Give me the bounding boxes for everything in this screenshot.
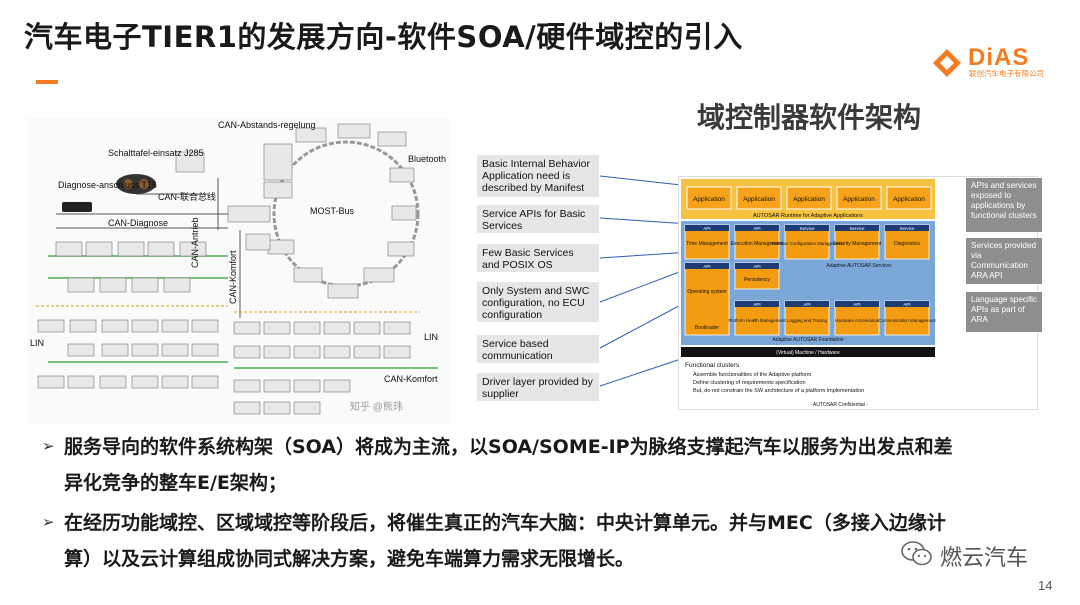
label-diagnose: Diagnose-anschluss T16 (58, 180, 157, 190)
row1-tag-2: API (753, 226, 760, 231)
diagram-watermark: 知乎 @熊玮 (350, 400, 403, 413)
bullet-central-line2: 算）以及云计算组成协同式解决方案，避免车端算力需求无限增长。 (64, 548, 635, 570)
block-software-configuration: Software Configuration Management (771, 241, 843, 246)
app-block-4: Application (843, 196, 875, 203)
hardware-bar: (Virtual) Machine / Hardware (776, 350, 840, 356)
callout-manifest: Basic Internal Behavior Application need… (477, 155, 599, 197)
app-block-5: Application (893, 196, 925, 203)
callout-arrows (599, 175, 691, 387)
block-operating-system: Operating system (687, 289, 726, 295)
block-diagnostics: Diagnostics (894, 241, 920, 247)
label-can-komfort: CAN-Komfort (384, 374, 438, 384)
page-number: 14 (1038, 578, 1053, 593)
slide-title: 汽车电子TIER1的发展方向-软件SOA/硬件域控的引入 (24, 20, 743, 54)
row3-tag-2: API (803, 302, 810, 307)
block-hardware-acceleration: Hardware Acceleration (835, 318, 880, 323)
row1-tag-3: Service (799, 226, 815, 231)
callout-driver-layer: Driver layer provided by supplier (477, 373, 599, 401)
app-block-1: Application (693, 196, 725, 203)
label-lin-right: LIN (424, 332, 438, 342)
logo-diamond-icon (933, 49, 961, 77)
architecture-title: 域控制器软件架构 (697, 101, 922, 134)
logo-subtitle: 联创汽车电子有限公司 (969, 69, 1044, 78)
block-time-management: Time Management (686, 241, 728, 247)
callout-basic-services: Few Basic Services and POSIX OS (477, 244, 599, 272)
adaptive-services-label: Adaptive AUTOSAR Services (826, 263, 892, 269)
functional-clusters-point-1: Assemble functionalities of the Adaptive… (693, 372, 812, 378)
row1-tag-1: API (703, 226, 710, 231)
wechat-account-name: 燃云汽车 (940, 546, 1029, 571)
callout-service-apis: Service APIs for Basic Services (477, 205, 599, 233)
wechat-icon (901, 541, 932, 566)
block-execution-management: Execution Management (731, 241, 784, 247)
row3-tag-1: API (753, 302, 760, 307)
label-can-lianhe: CAN-联合总线 (158, 191, 216, 202)
callout-service-communication: Service based communication (477, 335, 599, 363)
block-logging-tracing: Logging and Tracing (787, 318, 827, 323)
title-accent-bar (36, 80, 58, 84)
foundation-label: Adaptive AUTOSAR Foundation (772, 337, 843, 343)
app-block-2: Application (743, 196, 775, 203)
side-note-services: Services provided via Communication ARA … (966, 238, 1042, 284)
label-most-bus: MOST-Bus (310, 206, 355, 216)
side-note-language-apis: Language specific APIs as part of ARA (966, 292, 1042, 332)
label-can-antrieb: CAN-Antrieb (190, 217, 200, 268)
block-bootloader: Bootloader (695, 325, 720, 331)
company-logo: DiAS 联创汽车电子有限公司 (932, 44, 1056, 82)
confidential-note: - AUTOSAR Confidential - (810, 402, 868, 408)
block-communication-management: Communication Management (878, 318, 936, 323)
runtime-bar: AUTOSAR Runtime for Adaptive Application… (753, 213, 863, 219)
vehicle-network-diagram: CAN-Abstands-regelung Bluetooth Schaltta… (28, 118, 450, 424)
side-note-apis: APIs and services exposed to application… (966, 178, 1042, 232)
bullet-soa: ➢ 服务导向的软件系统构架（SOA）将成为主流，以SOA/SOME-IP为脉络支撑… (42, 428, 1042, 501)
label-bluetooth: Bluetooth (408, 154, 446, 164)
persistency-api-tag: API (753, 264, 760, 269)
functional-clusters-title: Functional clusters (685, 362, 740, 369)
os-api-tag: API (703, 264, 710, 269)
callout-system-config: Only System and SWC configuration, no EC… (477, 282, 599, 322)
functional-clusters-point-3: But, do not constrain the SW architectur… (693, 388, 864, 394)
block-persistency: Persistency (744, 277, 770, 283)
label-can-diagnose: CAN-Diagnose (108, 218, 168, 228)
logo-wordmark: DiAS (968, 44, 1030, 71)
label-can-abstands: CAN-Abstands-regelung (218, 120, 316, 130)
label-lin-left: LIN (30, 338, 44, 348)
label-schalttafel: Schalttafel-einsatz J285 (108, 148, 204, 158)
row3-tag-4: API (903, 302, 910, 307)
app-block-3: Application (793, 196, 825, 203)
block-platform-health: Platform Health Management (728, 318, 786, 323)
label-can-komfort-vertical: CAN-Komfort (228, 250, 238, 304)
bullet-marker: ➢ (42, 513, 55, 531)
functional-clusters-point-2: Define clustering of requirements specif… (693, 380, 806, 386)
block-security-management: Security Management (833, 241, 882, 247)
row1-tag-4: Service (849, 226, 865, 231)
row3-tag-3: API (853, 302, 860, 307)
wechat-watermark: 燃云汽车 (900, 538, 1050, 572)
bullet-central-computing: ➢ 在经历功能域控、区域域控等阶段后，将催生真正的汽车大脑：中央计算单元。并与ME… (42, 504, 1042, 577)
bullet-soa-line2: 异化竞争的整车E/E架构； (64, 472, 287, 494)
bullet-soa-line1: 服务导向的软件系统构架（SOA）将成为主流，以SOA/SOME-IP为脉络支撑起… (64, 436, 953, 458)
row1-tag-5: Service (899, 226, 915, 231)
bullet-central-line1: 在经历功能域控、区域域控等阶段后，将催生真正的汽车大脑：中央计算单元。并与MEC… (64, 512, 946, 534)
bullet-marker: ➢ (42, 437, 55, 455)
